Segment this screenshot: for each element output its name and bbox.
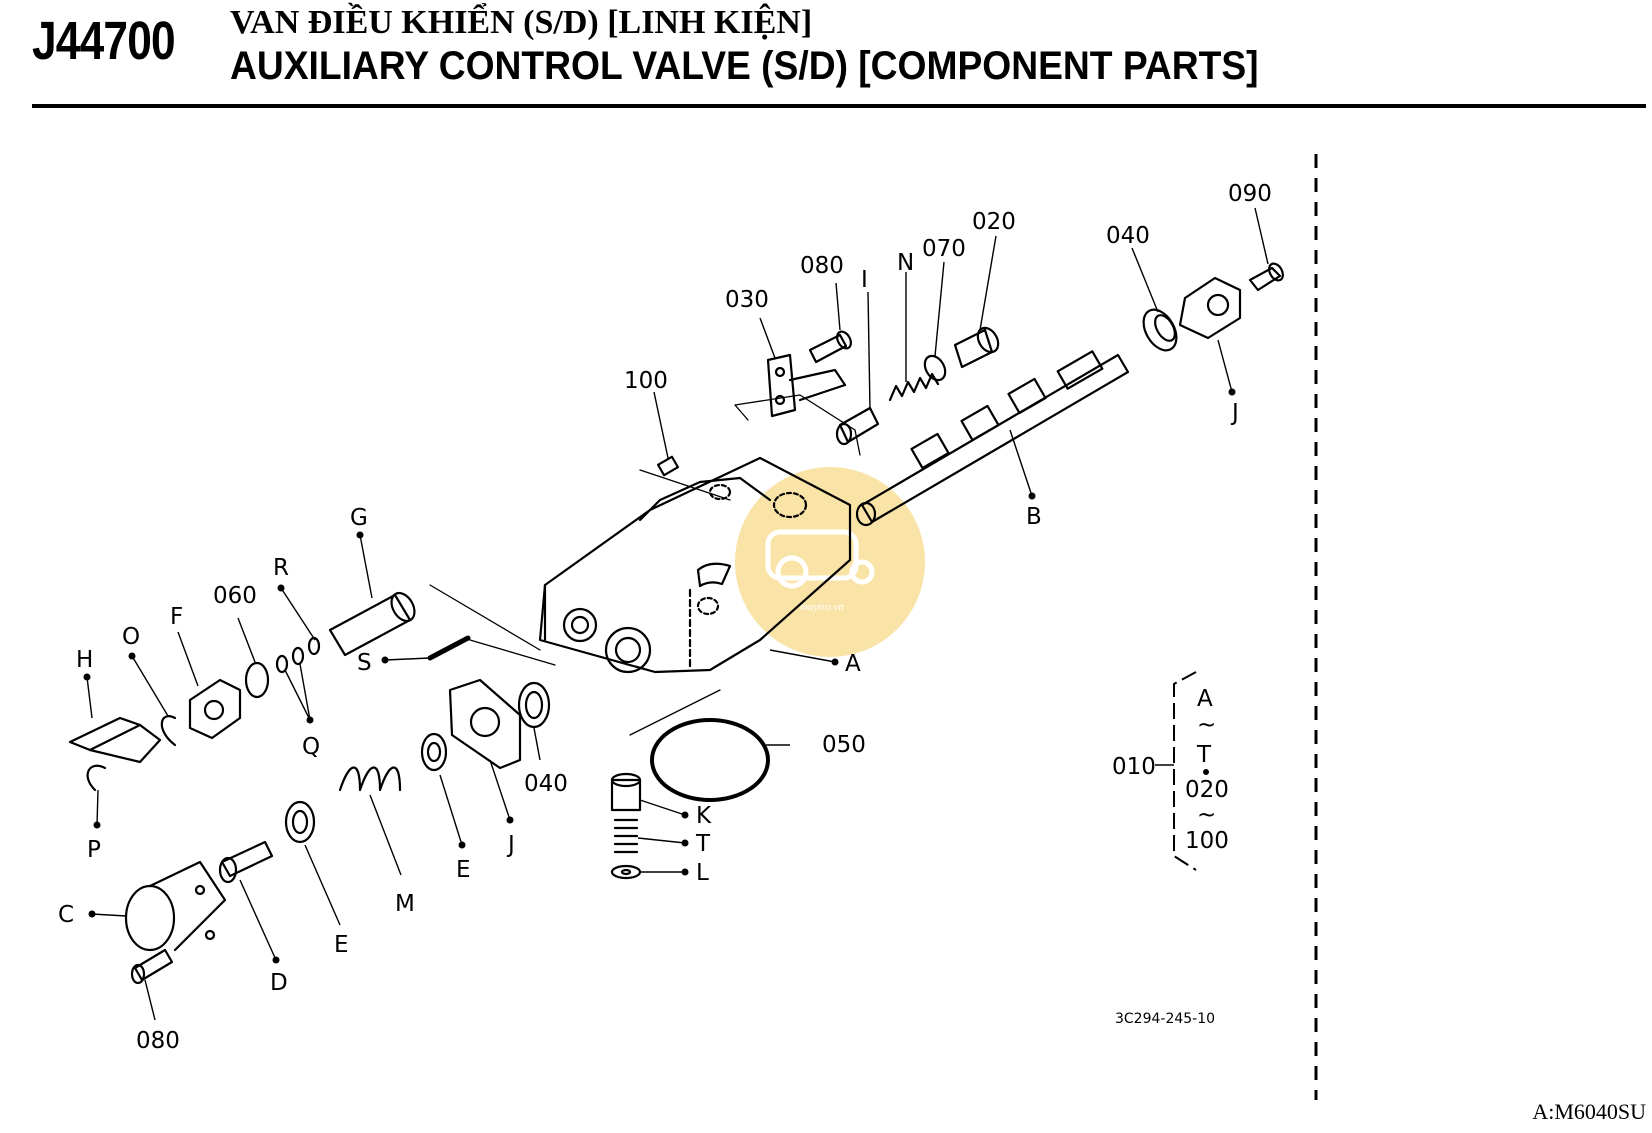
- callout-L: L: [696, 860, 709, 886]
- callout-100: 100: [624, 368, 668, 394]
- callout-R: R: [273, 555, 289, 581]
- plate-J-top: [1178, 276, 1242, 340]
- callout-050: 050: [822, 732, 866, 758]
- callout-A: A: [845, 651, 861, 677]
- spring-N: [888, 372, 940, 402]
- callout-K: K: [696, 803, 712, 829]
- callout-I: I: [861, 267, 868, 293]
- callout-080-top: 080: [800, 253, 844, 279]
- lever-H: [68, 716, 162, 764]
- cap-C: [124, 860, 227, 952]
- footer-code: A:M6040SU: [1532, 1099, 1646, 1124]
- assembly-bracket: 010 A ~ T 020 ~ 100: [1112, 671, 1229, 871]
- callout-P: P: [87, 837, 101, 863]
- bracket-line-A: A: [1197, 686, 1213, 712]
- watermark-text: maytro.vn: [800, 601, 844, 613]
- washer-E2: [284, 800, 316, 844]
- bracket-tilde-2: ~: [1197, 802, 1216, 828]
- callout-M: M: [395, 891, 415, 917]
- bracket-line-T: T: [1196, 742, 1212, 768]
- bracket-tilde-1: ~: [1197, 712, 1216, 738]
- bracket-030: [766, 353, 847, 418]
- pin-S: [427, 635, 471, 661]
- callout-H: H: [76, 647, 93, 673]
- callout-C: C: [58, 902, 74, 928]
- callout-030: 030: [725, 287, 769, 313]
- bracket-line-020: 020: [1185, 777, 1229, 803]
- plate-J-lower: [448, 678, 522, 770]
- callout-F: F: [170, 604, 183, 630]
- callout-040-top: 040: [1106, 223, 1150, 249]
- spacer-D: [218, 840, 274, 884]
- relief-K: [610, 772, 642, 812]
- callout-070: 070: [922, 236, 966, 262]
- callout-020: 020: [972, 209, 1016, 235]
- callout-E-spacer: E: [456, 857, 471, 883]
- oring-050: [650, 718, 770, 802]
- bolt-080-top: [808, 330, 852, 364]
- callout-T: T: [695, 831, 711, 857]
- callout-090: 090: [1228, 181, 1272, 207]
- spring-T: [613, 818, 639, 854]
- ring-Q1: [291, 646, 305, 666]
- title-vietnamese: VAN ĐIỀU KHIỂN (S/D) [LINH KIỆN]: [230, 4, 813, 41]
- ring-Q2: [275, 654, 289, 674]
- bracket-line-100: 100: [1185, 828, 1229, 854]
- screw-090: [1248, 262, 1284, 292]
- callout-Q: Q: [302, 734, 320, 760]
- header-rule: [32, 104, 1646, 108]
- washer-L: [610, 864, 642, 880]
- bolt-080-lower: [130, 948, 174, 985]
- clip-P: [86, 764, 107, 792]
- callout-S: S: [357, 650, 372, 676]
- valve-body-A: [538, 456, 852, 674]
- section-code: J44700: [32, 11, 176, 71]
- plug-F: [188, 678, 242, 740]
- drawing-number: 3C294-245-10: [1115, 1011, 1215, 1027]
- callout-O: O: [122, 624, 140, 650]
- poppet-I: [835, 406, 880, 446]
- clip-O: [160, 715, 177, 747]
- callout-J-lower: J: [506, 832, 515, 858]
- title-english: AUXILIARY CONTROL VALVE (S/D) [COMPONENT…: [230, 44, 1259, 88]
- callout-E-washer: E: [334, 932, 349, 958]
- callout-D: D: [270, 970, 288, 996]
- sleeve-G: [328, 591, 416, 657]
- ring-R: [307, 636, 321, 656]
- oring-070: [923, 354, 947, 382]
- leader-lines: [86, 207, 1269, 1021]
- spool-B: [855, 350, 1130, 527]
- spring-M: [338, 766, 402, 792]
- callout-N: N: [897, 250, 914, 276]
- guide-lines: [429, 394, 861, 736]
- callout-B: B: [1026, 504, 1042, 530]
- callout-040-lower: 040: [524, 771, 568, 797]
- callout-dots: [83, 388, 1236, 964]
- callout-080-lower: 080: [136, 1028, 180, 1054]
- spacer-E: [420, 732, 448, 772]
- plug-100: [656, 455, 680, 477]
- seal-040-lower: [517, 681, 551, 729]
- oring-060: [244, 661, 270, 699]
- seal-040-top: [1142, 308, 1178, 352]
- callout-labels: 090 040 020 070 N I 080 030 100 J B G R …: [58, 181, 1272, 1054]
- bracket-code-010: 010: [1112, 754, 1156, 780]
- plug-020: [953, 326, 1000, 369]
- callout-J-top: J: [1230, 400, 1239, 426]
- callout-G: G: [350, 505, 368, 531]
- callout-060: 060: [213, 583, 257, 609]
